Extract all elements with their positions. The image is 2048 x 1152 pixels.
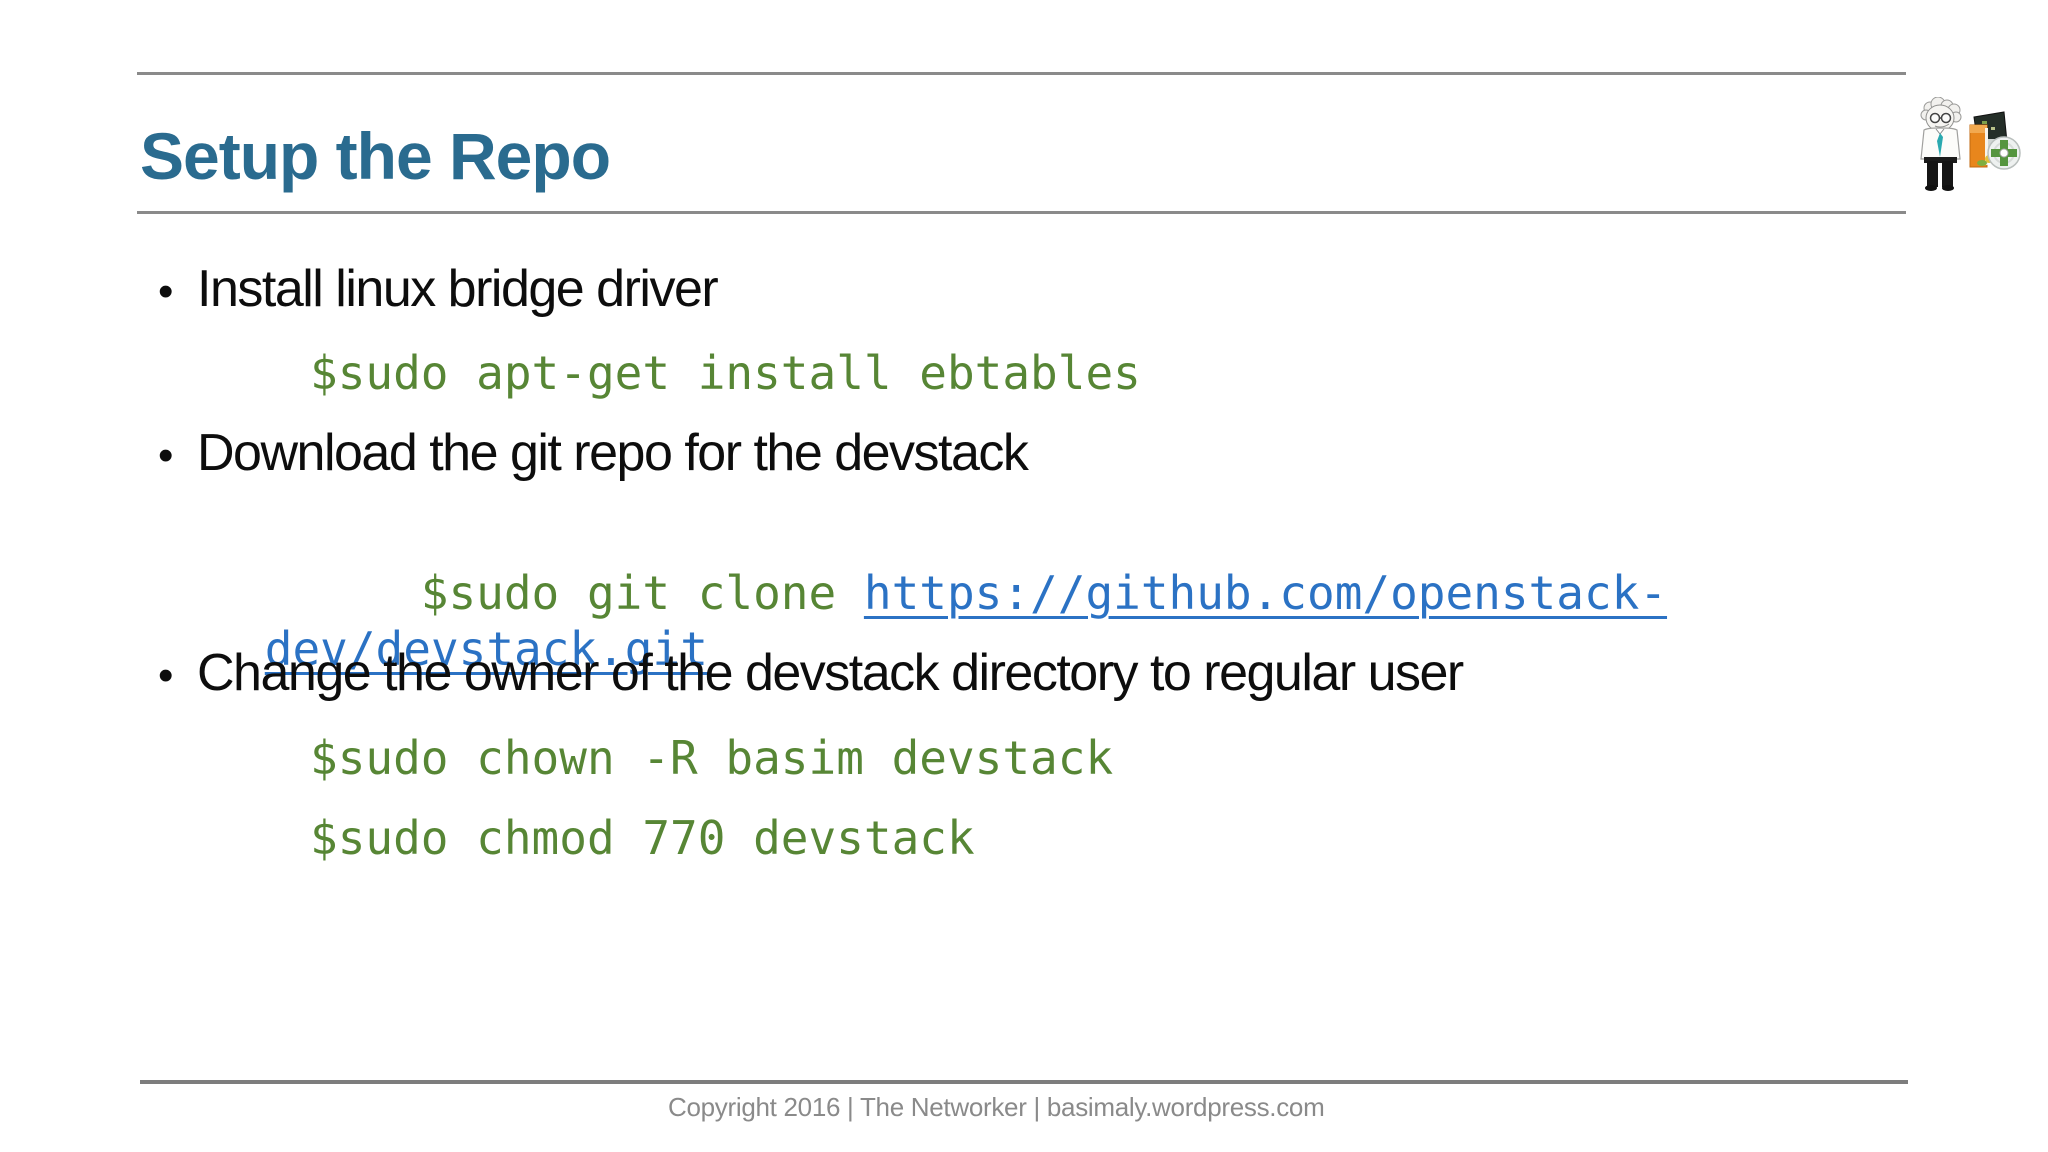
bullet-dot-icon: • (158, 431, 174, 480)
bullet-text: Install linux bridge driver (197, 260, 719, 318)
code-line-git-clone-wrap: dev/devstack.git (154, 565, 708, 733)
code-line-apt-get: $sudo apt-get install ebtables (310, 346, 1141, 400)
title-underline-divider (137, 211, 1906, 214)
github-repo-link[interactable]: https://github.com/openstack- (863, 566, 1668, 620)
footer-divider-line (140, 1080, 1908, 1084)
code-line-chown: $sudo chown -R basim devstack (310, 731, 1114, 785)
top-divider-line (137, 72, 1906, 75)
slide-title: Setup the Repo (140, 119, 611, 193)
bullet-dot-icon: • (158, 267, 174, 316)
bullet-item-download-repo: • Download the git repo for the devstack (158, 422, 1029, 487)
bullet-item-change-owner: • Change the owner of the devstack direc… (158, 642, 1464, 707)
bullet-text: Download the git repo for the devstack (197, 424, 1029, 482)
code-line-git-clone: $sudo git clone https://github.com/opens… (310, 509, 1667, 677)
bullet-text: Change the owner of the devstack directo… (197, 644, 1464, 702)
code-line-chmod: $sudo chmod 770 devstack (310, 811, 975, 865)
bullet-item-install-bridge: • Install linux bridge driver (158, 258, 719, 323)
github-repo-link-continued[interactable]: dev/devstack.git (264, 622, 708, 676)
networker-mascot-icon (1920, 97, 2021, 191)
footer-copyright: Copyright 2016 | The Networker | basimal… (668, 1092, 1325, 1122)
bullet-dot-icon: • (158, 651, 174, 700)
code-prefix: $sudo git clone (420, 566, 864, 620)
